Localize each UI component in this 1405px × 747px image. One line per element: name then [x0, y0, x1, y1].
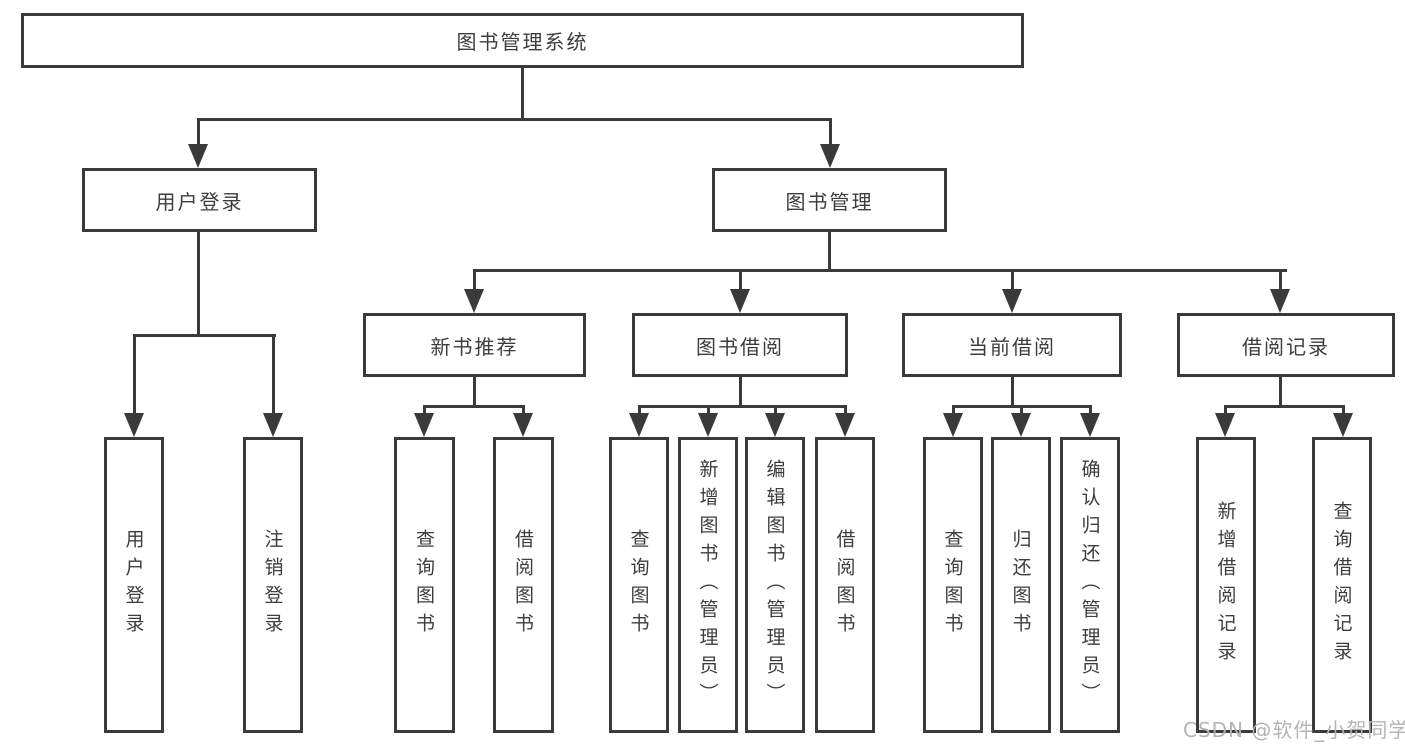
- leaf-return-books-label: 归还图书: [1009, 529, 1032, 641]
- connector-book-borrowing-down: [739, 377, 742, 408]
- connector-leaf-stub: [844, 405, 847, 420]
- leaf-borrow-books-borrowing: 借阅图书: [815, 437, 875, 733]
- connector-book-management-stub: [829, 118, 832, 156]
- arrowhead-icon: [124, 413, 144, 437]
- leaf-query-borrow-record: 查询借阅记录: [1312, 437, 1372, 733]
- leaf-borrow-books-borrowing-label: 借阅图书: [833, 529, 856, 641]
- connector-root-stub: [521, 68, 524, 121]
- node-user-login-label: 用户登录: [155, 189, 244, 214]
- arrowhead-icon: [1002, 289, 1022, 313]
- connector-level3-stub: [1279, 269, 1282, 297]
- connector-leaf-stub: [522, 405, 525, 420]
- leaf-query-books-borrowing-label: 查询图书: [627, 529, 650, 641]
- arrowhead-icon: [1011, 413, 1031, 437]
- connector-book-borrowing-bar: [638, 405, 847, 408]
- arrowhead-icon: [188, 144, 208, 168]
- leaf-add-borrow-record: 新增借阅记录: [1196, 437, 1256, 733]
- arrowhead-icon: [698, 413, 718, 437]
- connector-user-login-stub: [197, 118, 200, 156]
- arrowhead-icon: [943, 413, 963, 437]
- connector-borrowing-records-down: [1279, 377, 1282, 408]
- connector-level3-stub: [739, 269, 742, 297]
- connector-user-login-down: [197, 232, 200, 337]
- leaf-user-login: 用户登录: [104, 437, 164, 733]
- arrowhead-icon: [835, 413, 855, 437]
- arrowhead-icon: [1270, 289, 1290, 313]
- node-borrowing-records: 借阅记录: [1177, 313, 1395, 377]
- leaf-add-book-admin: 新增图书（管理员）: [678, 437, 738, 733]
- leaf-borrow-books-recommend: 借阅图书: [493, 437, 554, 733]
- leaf-confirm-return-admin: 确认归还（管理员）: [1060, 437, 1120, 733]
- arrowhead-icon: [414, 413, 434, 437]
- leaf-query-books-recommend: 查询图书: [394, 437, 455, 733]
- arrowhead-icon: [263, 413, 283, 437]
- node-book-borrowing: 图书借阅: [632, 313, 848, 377]
- leaf-edit-book-admin-label: 编辑图书（管理员）: [763, 459, 786, 711]
- leaf-return-books: 归还图书: [991, 437, 1051, 733]
- leaf-confirm-return-admin-label: 确认归还（管理员）: [1078, 459, 1101, 711]
- connector-book-management-down: [828, 232, 831, 272]
- leaf-query-books-recommend-label: 查询图书: [413, 529, 435, 641]
- arrowhead-icon: [464, 289, 484, 313]
- connector-level3-bar: [473, 269, 1287, 272]
- leaf-query-books-borrowing: 查询图书: [609, 437, 669, 733]
- connector-level3-stub: [1011, 269, 1014, 297]
- connector-level3-stub: [473, 269, 476, 297]
- arrowhead-icon: [1333, 413, 1353, 437]
- arrowhead-icon: [513, 413, 533, 437]
- connector-leaf-stub: [952, 405, 955, 420]
- arrowhead-icon: [629, 413, 649, 437]
- leaf-edit-book-admin: 编辑图书（管理员）: [745, 437, 805, 733]
- leaf-user-login-label: 用户登录: [122, 529, 145, 641]
- connector-leaf-stub: [1342, 405, 1345, 420]
- arrowhead-icon: [820, 144, 840, 168]
- node-root-label: 图书管理系统: [456, 30, 589, 54]
- node-book-management: 图书管理: [712, 168, 947, 232]
- connector-leaf-stub: [638, 405, 641, 420]
- connector-leaf-stub: [133, 334, 136, 420]
- node-root: 图书管理系统: [21, 13, 1024, 68]
- arrowhead-icon: [730, 289, 750, 313]
- connector-leaf-stub: [272, 334, 275, 420]
- node-book-management-label: 图书管理: [785, 189, 874, 214]
- connector-user-login-bar: [133, 334, 276, 337]
- arrowhead-icon: [1215, 413, 1235, 437]
- leaf-add-book-admin-label: 新增图书（管理员）: [696, 459, 719, 711]
- connector-leaf-stub: [774, 405, 777, 420]
- connector-current-borrowing-down: [1011, 377, 1014, 408]
- node-current-borrowing: 当前借阅: [902, 313, 1122, 377]
- node-current-borrowing-label: 当前借阅: [968, 334, 1056, 359]
- node-new-book-recommendation-label: 新书推荐: [430, 334, 519, 359]
- arrowhead-icon: [765, 413, 785, 437]
- connector-leaf-stub: [1089, 405, 1092, 420]
- connector-new-book-bar: [423, 405, 524, 408]
- leaf-borrow-books-recommend-label: 借阅图书: [512, 529, 534, 641]
- leaf-add-borrow-record-label: 新增借阅记录: [1214, 501, 1237, 669]
- connector-leaf-stub: [707, 405, 710, 420]
- watermark: CSDN @软件_小贺同学: [1183, 718, 1405, 742]
- leaf-logout: 注销登录: [243, 437, 303, 733]
- connector-leaf-stub: [1224, 405, 1227, 420]
- leaf-query-borrow-record-label: 查询借阅记录: [1330, 501, 1353, 669]
- node-user-login: 用户登录: [82, 168, 317, 232]
- node-book-borrowing-label: 图书借阅: [696, 334, 784, 359]
- node-new-book-recommendation: 新书推荐: [363, 313, 586, 377]
- connector-leaf-stub: [423, 405, 426, 420]
- leaf-query-books-current-label: 查询图书: [941, 529, 964, 641]
- connector-level2-bar: [197, 118, 832, 121]
- connector-leaf-stub: [1020, 405, 1023, 420]
- leaf-logout-label: 注销登录: [261, 529, 284, 641]
- arrowhead-icon: [1080, 413, 1100, 437]
- node-borrowing-records-label: 借阅记录: [1242, 334, 1330, 359]
- connector-new-book-down: [473, 377, 476, 408]
- leaf-query-books-current: 查询图书: [923, 437, 983, 733]
- connector-borrowing-records-bar: [1224, 405, 1345, 408]
